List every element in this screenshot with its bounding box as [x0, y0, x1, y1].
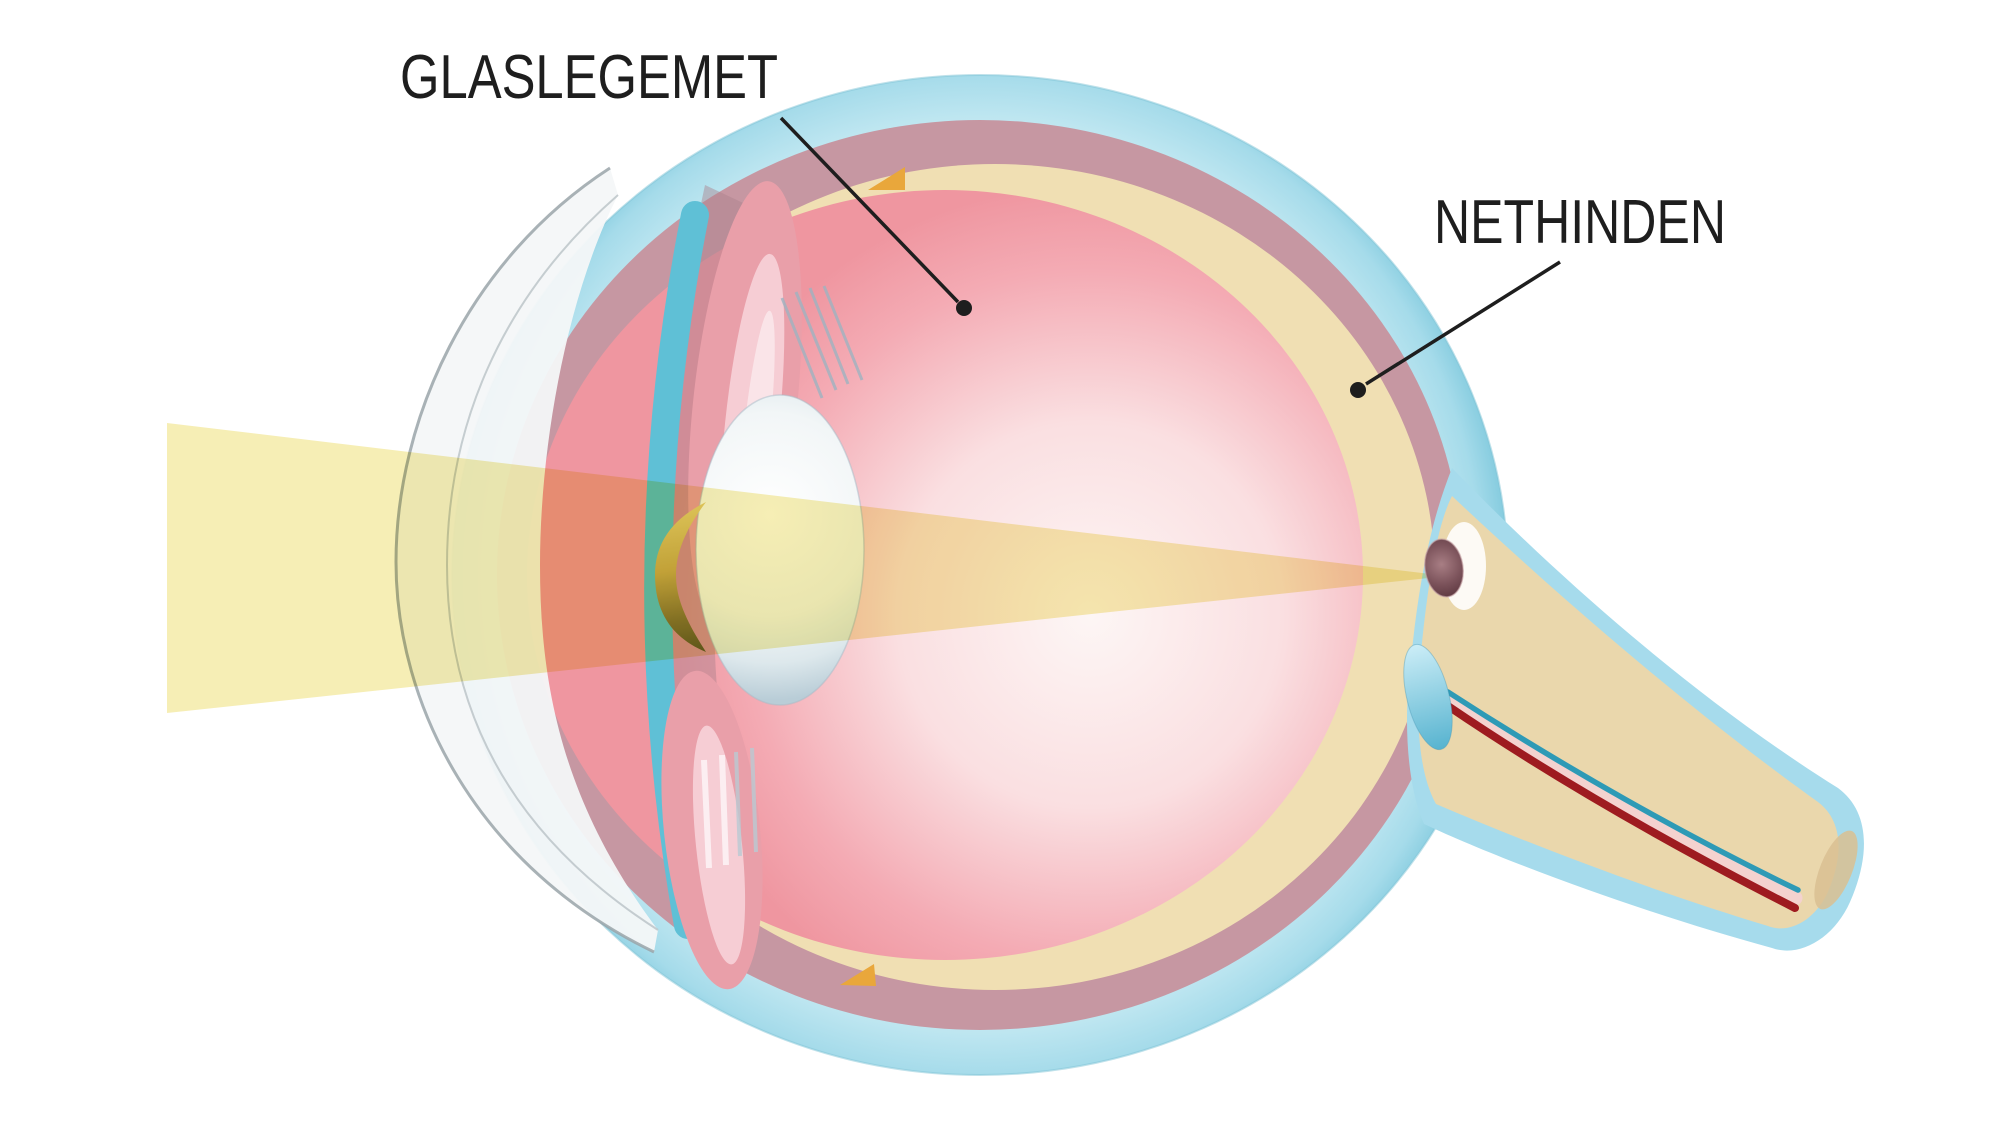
central-vein [1445, 689, 1801, 893]
ora-serrata-bottom [840, 964, 876, 986]
label-vitreous: GLASLEGEMET [400, 43, 972, 316]
iris-lower-glare [701, 754, 729, 869]
label-retina: NETHINDEN [1350, 188, 1726, 398]
nerve-vessel-sleeve [1442, 692, 1803, 906]
optic-disc [1403, 643, 1453, 751]
ora-serrata-top [868, 167, 905, 190]
zonule-fibers-upper [780, 285, 864, 399]
label-retina-text: NETHINDEN [1434, 188, 1726, 257]
optic-nerve [1407, 468, 1864, 951]
label-vitreous-text: GLASLEGEMET [400, 43, 778, 112]
optic-nerve-cut-end [1814, 830, 1858, 910]
light-beam [167, 423, 1447, 713]
fovea [1424, 538, 1464, 598]
label-vitreous-leader-dot [956, 300, 972, 316]
iris-lower [661, 670, 763, 990]
central-artery [1444, 702, 1799, 912]
label-retina-leader-dot [1350, 382, 1366, 398]
label-retina-leader-line [1365, 260, 1561, 386]
zonule-fibers-lower [734, 747, 758, 857]
label-vitreous-leader-line [779, 116, 960, 304]
optic-nerve-core [1418, 496, 1839, 929]
